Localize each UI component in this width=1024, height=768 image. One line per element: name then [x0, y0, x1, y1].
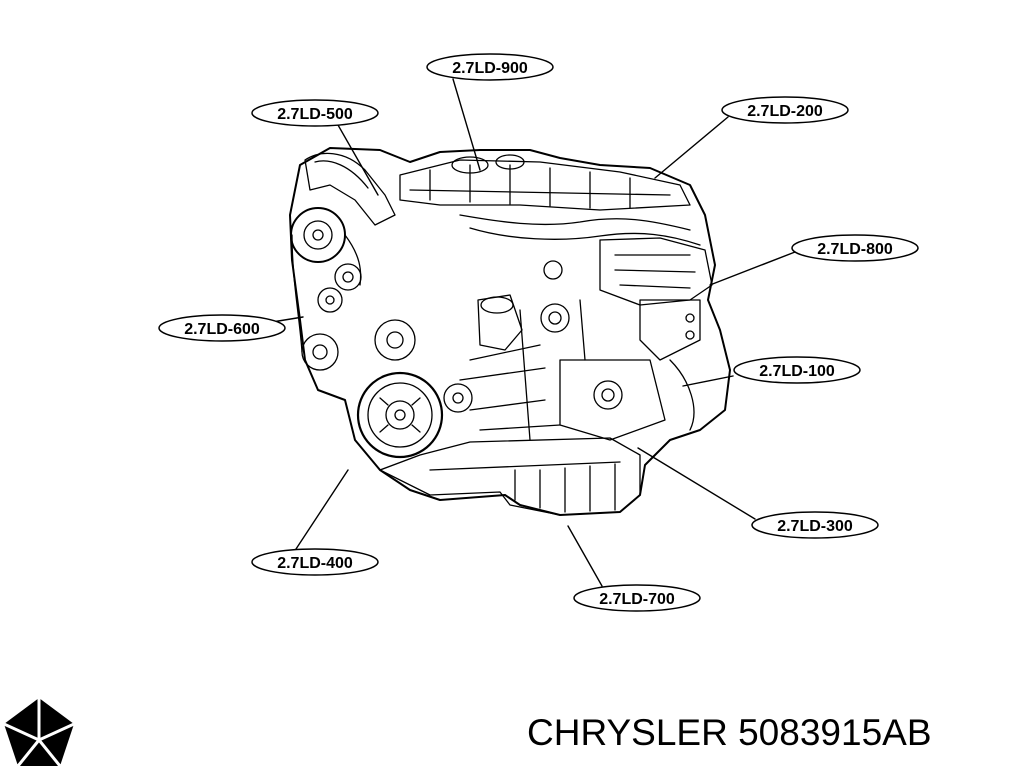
callout-2-7ld-700: 2.7LD-700 [573, 584, 701, 612]
callout-2-7ld-500: 2.7LD-500 [251, 99, 379, 127]
engine-illustration [289, 147, 731, 516]
callout-oval [733, 356, 861, 384]
callout-2-7ld-900: 2.7LD-900 [426, 53, 554, 81]
chrysler-pentastar-logo-icon [0, 694, 78, 768]
callout-label: 2.7LD-100 [759, 363, 835, 380]
brand-name: CHRYSLER [527, 712, 728, 753]
callout-label: 2.7LD-300 [777, 518, 853, 535]
callout-label: 2.7LD-800 [817, 241, 893, 258]
callout-2-7ld-400: 2.7LD-400 [251, 548, 379, 576]
callout-2-7ld-300: 2.7LD-300 [751, 511, 879, 539]
callout-2-7ld-100: 2.7LD-100 [733, 356, 861, 384]
callout-label: 2.7LD-200 [747, 103, 823, 120]
callout-label: 2.7LD-400 [277, 555, 353, 572]
callout-oval [573, 584, 701, 612]
callout-oval [721, 96, 849, 124]
callout-oval [251, 548, 379, 576]
leader-line-900 [452, 78, 481, 171]
leader-line-400 [295, 469, 349, 550]
part-number: 5083915AB [738, 712, 932, 753]
leader-line-200 [654, 116, 729, 179]
callout-oval [426, 53, 554, 81]
callout-2-7ld-200: 2.7LD-200 [721, 96, 849, 124]
callout-label: 2.7LD-900 [452, 60, 528, 77]
callout-oval [158, 314, 286, 342]
leader-lines [265, 78, 796, 587]
leader-line-100 [682, 375, 734, 387]
leader-line-300 [637, 447, 756, 520]
leader-line-700 [567, 525, 603, 587]
leader-line-800 [709, 251, 796, 286]
callout-2-7ld-800: 2.7LD-800 [791, 234, 919, 262]
callout-oval [751, 511, 879, 539]
callout-2-7ld-600: 2.7LD-600 [158, 314, 286, 342]
callout-label: 2.7LD-700 [599, 591, 675, 608]
callout-label: 2.7LD-500 [277, 106, 353, 123]
part-caption: CHRYSLER 5083915AB [527, 708, 987, 758]
leader-line-500 [337, 124, 379, 196]
callout-oval [251, 99, 379, 127]
callout-oval [791, 234, 919, 262]
callout-label: 2.7LD-600 [184, 321, 260, 338]
